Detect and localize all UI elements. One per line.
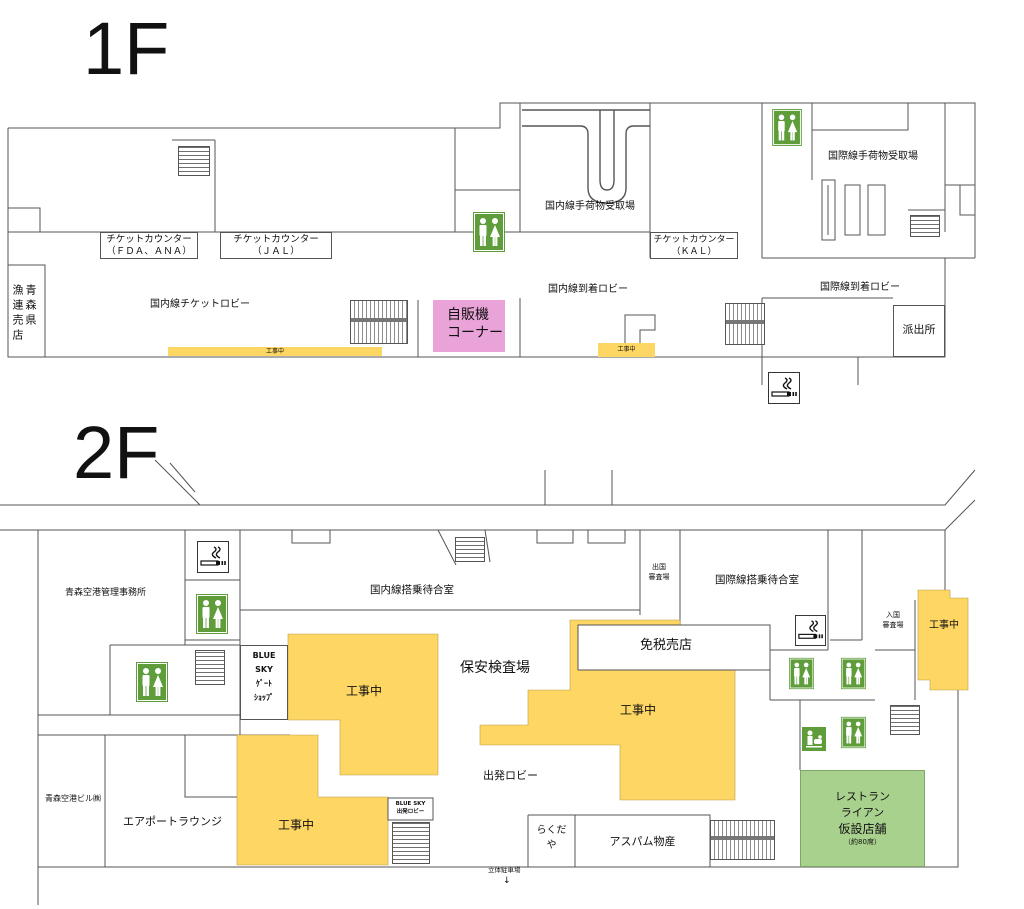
airport-lounge-label: エアポートラウンジ <box>123 815 222 828</box>
gate-shop-line: SKY <box>255 665 273 674</box>
international-baggage-claim-label: 国際線手荷物受取場 <box>828 151 918 162</box>
construction-area: 工事中 <box>168 347 382 356</box>
restaurant-label: ライアン <box>840 806 885 819</box>
ticket-counter-label: チケットカウンター <box>653 235 735 245</box>
aspam-products-shop: アスパム物産 <box>575 815 710 867</box>
domestic-departure-lounge-label: 国内線搭乗待合室 <box>370 584 454 596</box>
stairs-icon <box>890 705 920 735</box>
construction-area <box>287 633 439 776</box>
restaurant-seats: （約80席） <box>844 838 881 846</box>
escalator-icon <box>350 300 408 344</box>
floor-2-walls <box>0 459 976 905</box>
construction-area <box>236 734 389 866</box>
departure-immigration-line: 審査場 <box>648 573 670 581</box>
construction-label: 工事中 <box>278 818 315 832</box>
smoking-area-icon <box>197 541 229 573</box>
construction-label: 工事中 <box>346 684 383 698</box>
construction-label: 工事中 <box>617 346 636 353</box>
restroom-icon <box>473 212 505 252</box>
international-arrival-lobby-label: 国際線到着ロビー <box>820 282 900 293</box>
arrival-immigration-line: 審査場 <box>882 621 904 629</box>
stairs-icon <box>178 146 210 176</box>
ticket-counter-airlines: （ＪＡＬ） <box>252 246 300 257</box>
fishery-shop-label-col1: 青森県 <box>24 284 37 329</box>
ticket-counter-jal: チケットカウンター （ＪＡＬ） <box>220 232 332 259</box>
departure-immigration-line: 出国 <box>652 563 666 571</box>
construction-area: 工事中 <box>598 343 655 357</box>
ticket-counter-kal: チケットカウンター （ＫＡＬ） <box>650 232 738 259</box>
stairs-icon <box>392 822 430 864</box>
stairs-icon <box>910 215 940 237</box>
domestic-baggage-claim-label: 国内線手荷物受取場 <box>545 201 635 212</box>
restroom-icon <box>196 594 228 634</box>
restaurant-label: レストラン <box>835 790 890 803</box>
smoking-area-icon <box>768 372 800 404</box>
vending-corner-label: 自販機 <box>447 307 489 323</box>
construction-label: 工事中 <box>929 620 959 631</box>
ticket-counter-airlines: （ＫＡＬ） <box>671 247 717 257</box>
blue-sky-departure-lobby-line: BLUE SKY <box>395 801 426 807</box>
blue-sky-departure-lobby-area <box>387 797 434 821</box>
stairs-icon <box>455 537 485 562</box>
domestic-ticket-lobby-label: 国内線チケットロビー <box>150 299 250 310</box>
fishery-shop-label-col2: 漁連売店 <box>11 284 24 344</box>
restroom-icon <box>841 657 866 690</box>
aspam-products-label: アスパム物産 <box>609 835 676 848</box>
blue-sky-departure-lobby-line: 出発ロビー <box>396 809 425 815</box>
arrow-down-icon: ↓ <box>503 876 511 886</box>
restroom-icon <box>772 109 802 146</box>
gate-shop-line: ｼｮｯﾌﾟ <box>254 693 274 702</box>
construction-label: 工事中 <box>620 703 657 717</box>
smoking-area-icon <box>795 615 826 646</box>
vending-corner: 自販機 コーナー <box>433 300 505 352</box>
departure-lobby-label: 出発ロビー <box>483 769 538 782</box>
gate-shop-line: ｹﾞｰﾄ <box>256 679 272 688</box>
floor-1-label: 1F <box>83 7 170 90</box>
restaurant-label: 仮設店舗 <box>838 822 887 836</box>
nursery-room-icon <box>802 727 826 751</box>
rakudaya-shop: らくだ や <box>528 815 575 867</box>
escalator-icon <box>710 820 775 860</box>
vending-corner-label: コーナー <box>447 325 503 341</box>
construction-label: 工事中 <box>265 348 284 355</box>
rakudaya-label: らくだ <box>536 825 567 836</box>
fishery-shop-label: 青森県 漁連売店 <box>11 284 37 344</box>
restroom-icon <box>841 716 866 749</box>
ticket-counter-label: チケットカウンター <box>106 234 192 245</box>
blue-sky-gate-shop: BLUE SKY ｹﾞｰﾄ ｼｮｯﾌﾟ <box>240 645 288 720</box>
parking-garage-label: 立体駐車場 <box>488 866 521 874</box>
airport-management-office-label: 青森空港管理事務所 <box>65 588 147 598</box>
ticket-counter-fda-ana: チケットカウンター （ＦＤＡ、ＡＮＡ） <box>100 232 198 259</box>
gate-shop-line: BLUE <box>252 651 276 660</box>
duty-free-shop-label: 免税売店 <box>640 638 693 653</box>
rakudaya-label: や <box>546 840 557 851</box>
escalator-icon <box>725 303 765 345</box>
restroom-icon <box>789 657 814 690</box>
departure-immigration-label: 出国 審査場 <box>643 562 675 582</box>
security-checkpoint-label: 保安検査場 <box>460 660 530 676</box>
restaurant-lion-temporary: レストラン ライアン 仮設店舗 （約80席） <box>800 770 925 867</box>
restroom-icon <box>136 662 168 702</box>
ticket-counter-airlines: （ＦＤＡ、ＡＮＡ） <box>106 246 192 257</box>
duty-free-shop-area <box>577 624 771 671</box>
domestic-arrival-lobby-label: 国内線到着ロビー <box>548 284 628 295</box>
stairs-icon <box>195 650 225 685</box>
airport-building-company-label: 青森空港ビル㈱ <box>45 794 101 803</box>
police-box: 派出所 <box>893 305 945 357</box>
blue-sky-departure-lobby-label: BLUE SKY 出発ロビー <box>388 800 433 816</box>
police-box-label: 派出所 <box>902 323 936 336</box>
ticket-counter-label: チケットカウンター <box>233 234 319 245</box>
construction-area <box>917 589 969 691</box>
arrival-immigration-line: 入国 <box>886 611 900 619</box>
arrival-immigration-label: 入国 審査場 <box>877 610 909 630</box>
international-departure-lounge-label: 国際線搭乗待合室 <box>715 574 799 586</box>
floor-2-label: 2F <box>73 411 160 494</box>
